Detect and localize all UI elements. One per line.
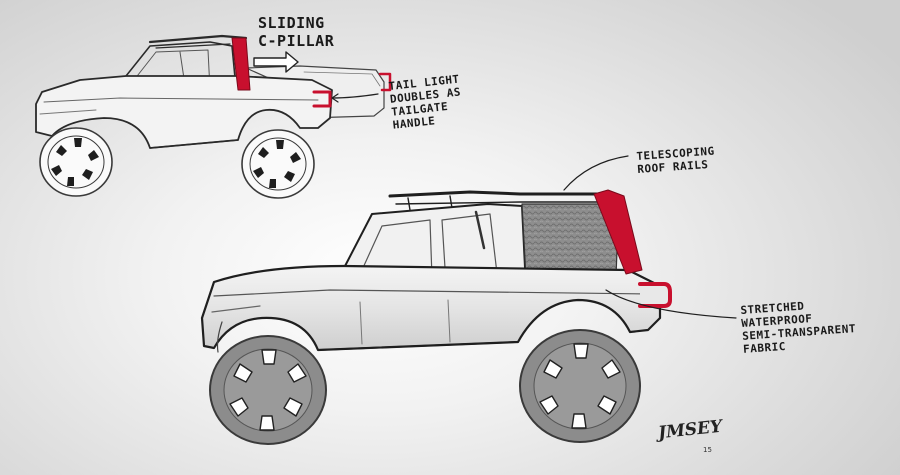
- small-car-body: [35, 75, 333, 149]
- sliding-c-pillar-annotation: Sliding C-Pillar: [258, 14, 335, 50]
- slide-arrow-icon: [253, 51, 299, 73]
- tail-light-annotation: Tail light doubles as tailgate handle: [388, 72, 462, 132]
- telescoping-leader-line: [563, 155, 629, 191]
- large-car-body: [200, 264, 662, 352]
- fabric-annotation: Stretched waterproof semi-transparent fa…: [740, 299, 857, 356]
- large-car-front-wheel: [209, 335, 327, 445]
- small-car-rear-wheel: [241, 129, 315, 199]
- telescoping-annotation: Telescoping roof rails: [636, 144, 716, 176]
- small-car-red-c-pillar: [231, 37, 251, 91]
- small-car-front-wheel: [39, 127, 113, 197]
- small-car-sketch: [35, 34, 392, 199]
- large-car-rear-wheel: [519, 329, 641, 443]
- signature-year: 15: [703, 446, 712, 454]
- large-car-roof-rails: [388, 190, 612, 198]
- large-car-red-c-pillar: [593, 189, 643, 275]
- large-car-tail-light: [638, 282, 672, 308]
- small-car-tail-light: [312, 90, 332, 108]
- large-car-sketch: [200, 155, 737, 445]
- fabric-leader-line: [605, 289, 737, 319]
